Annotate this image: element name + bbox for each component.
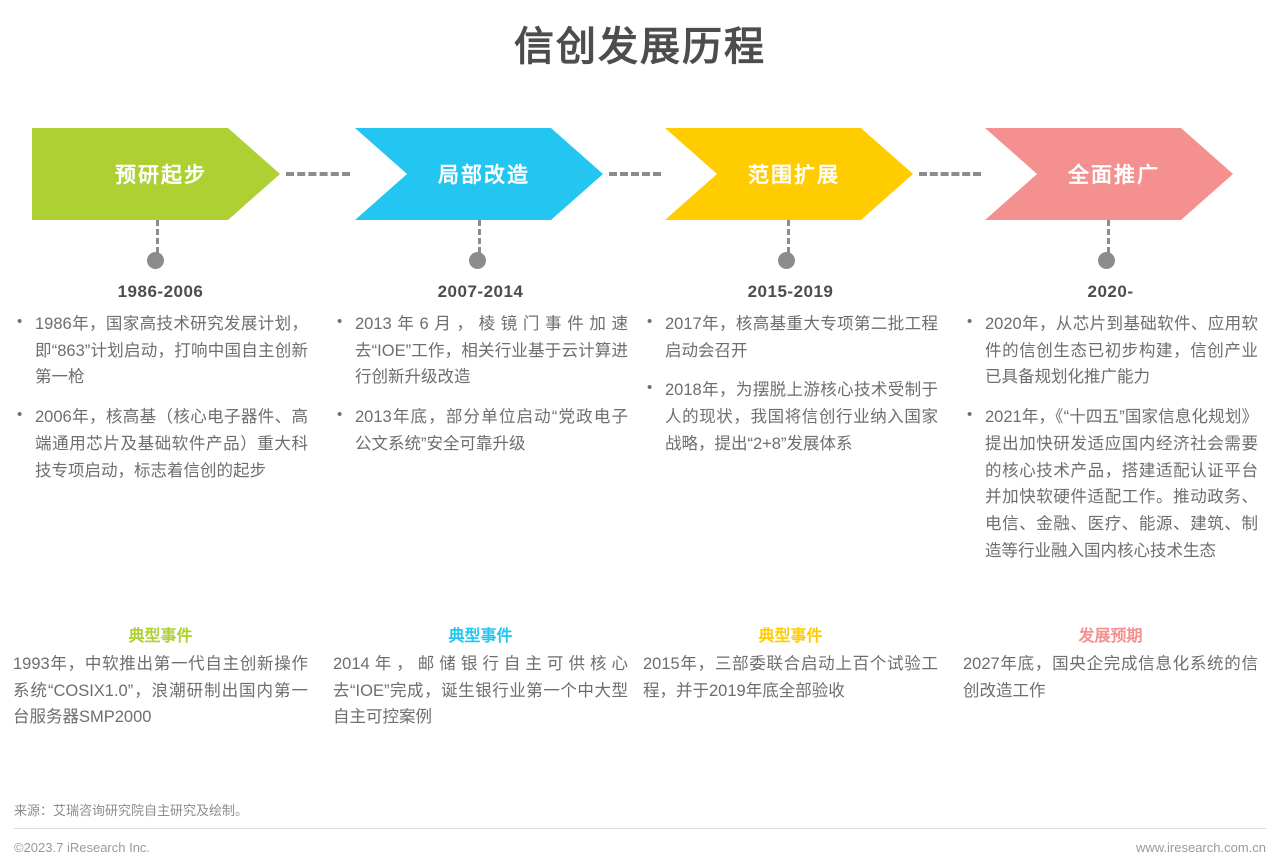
timeline-dot-3 — [778, 252, 795, 269]
phase-arrow-band: 预研起步 局部改造 范围扩展 全面推广 — [0, 128, 1280, 220]
phase-arrow-3[interactable]: 范围扩展 — [665, 128, 913, 220]
phase-bullets-1: 1986年，国家高技术研究发展计划，即“863”计划启动，打响中国自主创新第一枪… — [13, 310, 308, 484]
list-item: 2020年，从芯片到基础软件、应用软件的信创生态已初步构建，信创产业已具备规划化… — [963, 310, 1258, 391]
typical-event-body-1: 1993年，中软推出第一代自主创新操作系统“COSIX1.0”，浪潮研制出国内第… — [13, 655, 308, 727]
timeline-stem-3 — [787, 220, 790, 262]
phase-bullets-4: 2020年，从芯片到基础软件、应用软件的信创生态已初步构建，信创产业已具备规划化… — [963, 310, 1258, 564]
typical-event-body-3: 2015年，三部委联合启动上百个试验工程，并于2019年底全部验收 — [643, 655, 938, 700]
phase-arrow-4[interactable]: 全面推广 — [985, 128, 1233, 220]
phase-arrow-1[interactable]: 预研起步 — [32, 128, 280, 220]
phase-date-2: 2007-2014 — [437, 282, 524, 301]
phase-arrow-4-label: 全面推广 — [1068, 164, 1160, 187]
website-url: www.iresearch.com.cn — [1135, 840, 1266, 855]
timeline-dot-4 — [1098, 252, 1115, 269]
list-item: 2021年，《“十四五”国家信息化规划》提出加快研发适应国内经济社会需要的核心技… — [963, 403, 1258, 564]
timeline-stem-1 — [156, 220, 159, 262]
list-item: 2013年6月，棱镜门事件加速去“IOE”工作，相关行业基于云计算进行创新升级改… — [333, 310, 628, 391]
phase-arrow-1-label: 预研起步 — [115, 164, 207, 187]
source-note: 来源：艾瑞咨询研究院自主研究及绘制。 — [14, 803, 249, 818]
typical-event-block-3: 典型事件 2015年，三部委联合启动上百个试验工程，并于2019年底全部验收 — [643, 622, 938, 704]
connector-dashed-2 — [609, 172, 661, 176]
typical-event-block-4: 发展预期 2027年底，国央企完成信息化系统的信创改造工作 — [963, 622, 1258, 704]
list-item: 2006年，核高基（核心电子器件、高端通用芯片及基础软件产品）重大科技专项启动，… — [13, 403, 308, 484]
typical-event-block-1: 典型事件 1993年，中软推出第一代自主创新操作系统“COSIX1.0”，浪潮研… — [13, 622, 308, 731]
phase-arrow-3-label: 范围扩展 — [748, 164, 840, 187]
phase-arrow-2-label: 局部改造 — [438, 164, 530, 187]
phase-bullets-3: 2017年，核高基重大专项第二批工程启动会召开 2018年，为摆脱上游核心技术受… — [643, 310, 938, 458]
typical-event-heading-1: 典型事件 — [128, 628, 193, 645]
page-title: 信创发展历程 — [514, 25, 766, 69]
typical-event-body-2: 2014年，邮储银行自主可供核心去“IOE”完成，诞生银行业第一个中大型自主可控… — [333, 655, 628, 727]
list-item: 2018年，为摆脱上游核心技术受制于人的现状，我国将信创行业纳入国家战略，提出“… — [643, 376, 938, 457]
connector-dashed-1 — [286, 172, 350, 176]
timeline-dot-2 — [469, 252, 486, 269]
timeline-stem-4 — [1107, 220, 1110, 262]
phase-date-4: 2020- — [1087, 282, 1134, 301]
phase-date-3: 2015-2019 — [747, 282, 834, 301]
timeline-stem-2 — [478, 220, 481, 262]
phase-bullets-2: 2013年6月，棱镜门事件加速去“IOE”工作，相关行业基于云计算进行创新升级改… — [333, 310, 628, 458]
list-item: 2013年底，部分单位启动“党政电子公文系统”安全可靠升级 — [333, 403, 628, 457]
phase-column-1: 1986-2006 1986年，国家高技术研究发展计划，即“863”计划启动，打… — [13, 282, 308, 497]
typical-event-heading-2: 典型事件 — [448, 628, 513, 645]
list-item: 2017年，核高基重大专项第二批工程启动会召开 — [643, 310, 938, 364]
connector-dashed-3 — [919, 172, 981, 176]
typical-event-block-2: 典型事件 2014年，邮储银行自主可供核心去“IOE”完成，诞生银行业第一个中大… — [333, 622, 628, 731]
footer-divider — [14, 828, 1266, 829]
typical-event-heading-3: 典型事件 — [758, 628, 823, 645]
phase-column-3: 2015-2019 2017年，核高基重大专项第二批工程启动会召开 2018年，… — [643, 282, 938, 471]
typical-event-heading-4: 发展预期 — [1078, 628, 1143, 645]
phase-column-4: 2020- 2020年，从芯片到基础软件、应用软件的信创生态已初步构建，信创产业… — [963, 282, 1258, 577]
phase-column-2: 2007-2014 2013年6月，棱镜门事件加速去“IOE”工作，相关行业基于… — [333, 282, 628, 471]
copyright-text: ©2023.7 iResearch Inc. — [14, 840, 151, 855]
timeline-dot-1 — [147, 252, 164, 269]
typical-event-body-4: 2027年底，国央企完成信息化系统的信创改造工作 — [963, 655, 1258, 700]
phase-date-1: 1986-2006 — [117, 282, 204, 301]
phase-arrow-2[interactable]: 局部改造 — [355, 128, 603, 220]
list-item: 1986年，国家高技术研究发展计划，即“863”计划启动，打响中国自主创新第一枪 — [13, 310, 308, 391]
